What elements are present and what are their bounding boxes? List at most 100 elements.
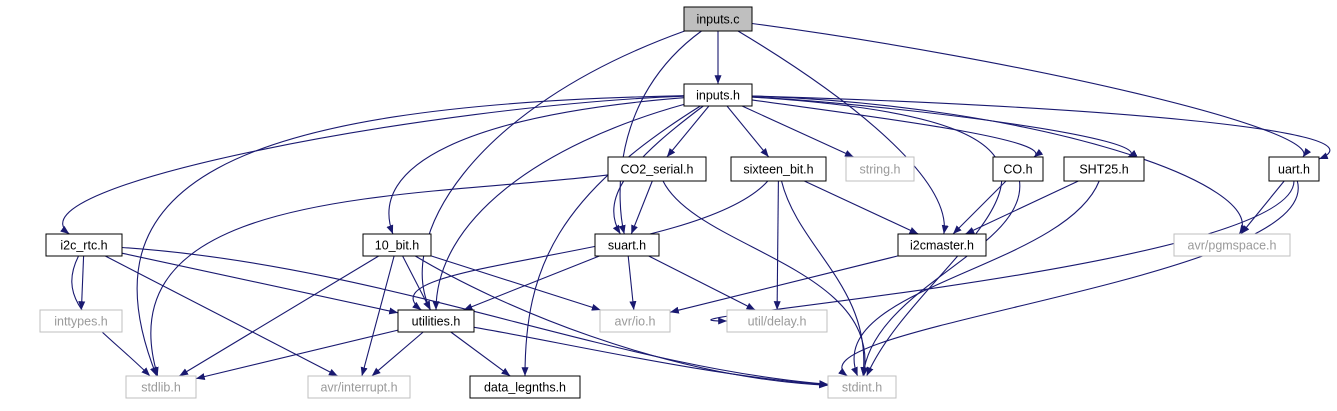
node-label: stdlib.h (141, 381, 181, 395)
edge-inputs_c-to-utilities (421, 30, 685, 311)
edge-sixteen-to-i2cmaster (804, 180, 919, 235)
node-box[interactable] (897, 233, 987, 257)
node-box[interactable] (599, 309, 671, 333)
node-string[interactable]: string.h (845, 156, 915, 182)
edge-inputs_h-to-uart (751, 95, 1331, 160)
node-box[interactable] (1268, 156, 1320, 182)
node-utilities[interactable]: utilities.h (397, 309, 475, 333)
node-delay[interactable]: util/delay.h (726, 309, 828, 333)
node-uart[interactable]: uart.h (1268, 156, 1320, 182)
node-box[interactable] (594, 233, 660, 257)
node-interrupt[interactable]: avr/interrupt.h (307, 375, 411, 399)
edge-inputs_h-to-co (751, 99, 1044, 158)
edge-i2crtc-to-interrupt (105, 255, 338, 377)
edge-inputs_h-to-stdlib (136, 95, 685, 377)
node-label: i2cmaster.h (910, 239, 974, 253)
node-stdlib[interactable]: stdlib.h (125, 375, 197, 399)
node-box[interactable] (39, 309, 123, 333)
edge-tenbit-to-utilities (402, 255, 431, 311)
node-box[interactable] (726, 309, 828, 333)
edge-inputs_c-to-i2cmaster (737, 30, 949, 235)
node-box[interactable] (469, 375, 581, 399)
node-label: CO.h (1003, 163, 1032, 177)
node-box[interactable] (45, 233, 123, 257)
node-sht25[interactable]: SHT25.h (1063, 156, 1145, 182)
edge-inputs_h-to-stdint (751, 96, 1003, 377)
node-label: inputs.c (696, 13, 739, 27)
edge-co-to-i2cmaster (952, 180, 1007, 235)
node-i2crtc[interactable]: i2c_rtc.h (45, 233, 123, 257)
node-i2cmaster[interactable]: i2cmaster.h (897, 233, 987, 257)
node-label: inputs.h (696, 89, 740, 103)
node-label: 10_bit.h (375, 239, 420, 253)
edge-inputs_h-to-tenbit (386, 97, 685, 235)
node-box[interactable] (992, 156, 1044, 182)
edge-inputs_h-to-datalen (521, 105, 701, 377)
node-label: CO2_serial.h (621, 163, 694, 177)
edge-inputs_c-to-uart (751, 22, 1312, 158)
edge-co-to-stdint (860, 180, 1021, 377)
node-label: stdint.h (842, 381, 882, 395)
node-box[interactable] (125, 375, 197, 399)
node-label: string.h (860, 163, 901, 177)
node-box[interactable] (845, 156, 915, 182)
edge-inputs_h-to-co2 (666, 105, 710, 158)
node-label: util/delay.h (748, 315, 807, 329)
node-box[interactable] (827, 375, 897, 399)
edge-inputs_h-to-pgmspace (751, 95, 1248, 235)
edge-inputs_h-to-string (741, 105, 854, 158)
edge-suart-to-delay (648, 255, 756, 311)
edge-utilities-to-stdlib (195, 329, 399, 380)
edge-uart-to-pgmspace (1240, 180, 1285, 235)
node-box[interactable] (607, 156, 707, 182)
node-label: uart.h (1278, 163, 1310, 177)
edge-tenbit-to-stdlib (179, 255, 379, 377)
node-label: sixteen_bit.h (743, 163, 813, 177)
edge-suart-to-utilities (463, 255, 600, 311)
node-datalen[interactable]: data_legnths.h (469, 375, 581, 399)
node-box[interactable] (683, 83, 753, 107)
edges-layer (60, 22, 1331, 389)
node-inputs-c[interactable]: inputs.c (683, 6, 753, 32)
node-box[interactable] (730, 156, 827, 182)
node-suart[interactable]: suart.h (594, 233, 660, 257)
node-tenbit[interactable]: 10_bit.h (362, 233, 432, 257)
node-inttypes[interactable]: inttypes.h (39, 309, 123, 333)
edge-tenbit-to-avrio (430, 255, 601, 311)
edge-uart-to-delay (710, 180, 1295, 325)
node-label: inttypes.h (54, 315, 108, 329)
node-label: data_legnths.h (484, 381, 566, 395)
node-label: suart.h (608, 239, 646, 253)
node-box[interactable] (1173, 233, 1291, 257)
edge-inputs_h-to-utilities (432, 103, 685, 311)
node-inputs-h[interactable]: inputs.h (683, 83, 753, 107)
node-label: utilities.h (412, 315, 461, 329)
node-pgmspace[interactable]: avr/pgmspace.h (1173, 233, 1291, 257)
edge-i2crtc-to-inttypes (78, 255, 86, 311)
node-co2[interactable]: CO2_serial.h (607, 156, 707, 182)
edge-tenbit-to-stdint (415, 255, 829, 389)
node-label: i2c_rtc.h (60, 239, 107, 253)
edge-inputs_h-to-i2crtc (60, 95, 685, 235)
node-box[interactable] (362, 233, 432, 257)
node-co[interactable]: CO.h (992, 156, 1044, 182)
node-stdint[interactable]: stdint.h (827, 375, 897, 399)
edge-sixteen-to-stdint (780, 180, 868, 377)
edge-sht25-to-i2cmaster (965, 180, 1079, 235)
edge-utilities-to-datalen (450, 331, 511, 377)
node-box[interactable] (307, 375, 411, 399)
edge-sht25-to-stdint (851, 180, 1100, 377)
node-box[interactable] (1063, 156, 1145, 182)
node-sixteen[interactable]: sixteen_bit.h (730, 156, 827, 182)
edge-i2crtc-to-stdint (121, 246, 829, 388)
node-avrio[interactable]: avr/io.h (599, 309, 671, 333)
edge-i2cmaster-to-avrio (669, 255, 899, 314)
node-label: avr/io.h (615, 315, 656, 329)
edge-i2crtc-to-utilities (121, 252, 399, 315)
edge-inputs_h-to-sixteen (726, 105, 770, 158)
edge-tenbit-to-interrupt (360, 255, 395, 377)
node-box[interactable] (397, 309, 475, 333)
node-box[interactable] (683, 6, 753, 32)
